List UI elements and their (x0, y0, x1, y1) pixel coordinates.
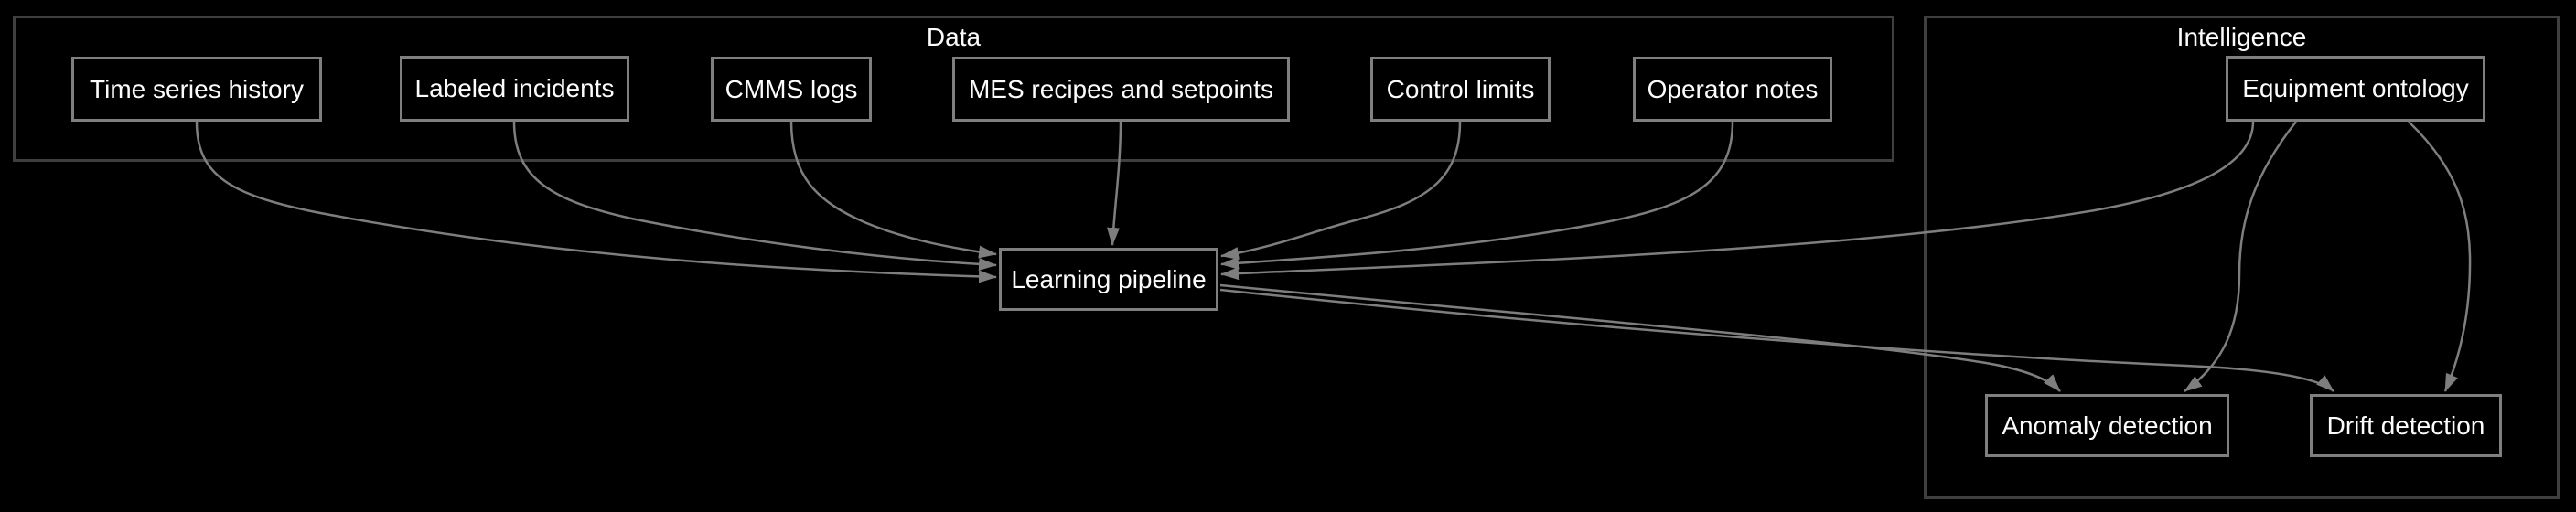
node-equipment-ontology: Equipment ontology (2226, 56, 2485, 122)
node-equipment-ontology-label: Equipment ontology (2242, 74, 2469, 102)
node-time-series-history: Time series history (71, 57, 322, 122)
node-labeled-incidents-label: Labeled incidents (414, 74, 615, 102)
node-learning-pipeline: Learning pipeline (999, 248, 1218, 311)
node-cmms-logs: CMMS logs (711, 57, 872, 122)
cluster-intelligence-label: Intelligence (2176, 23, 2307, 51)
node-drift-detection: Drift detection (2310, 394, 2502, 457)
node-mes-recipes-and-setpoints-label: MES recipes and setpoints (968, 74, 1274, 103)
node-mes-recipes-and-setpoints: MES recipes and setpoints (952, 57, 1290, 122)
node-labeled-incidents: Labeled incidents (400, 56, 629, 122)
node-cmms-logs-label: CMMS logs (724, 74, 858, 103)
cluster-data-label: Data (926, 23, 982, 51)
node-time-series-history-label: Time series history (90, 74, 304, 103)
node-operator-notes: Operator notes (1633, 57, 1832, 122)
node-control-limits-label: Control limits (1386, 74, 1535, 103)
node-drift-detection-label: Drift detection (2326, 411, 2485, 440)
node-anomaly-detection: Anomaly detection (1985, 394, 2229, 457)
node-anomaly-detection-label: Anomaly detection (2002, 411, 2213, 440)
node-operator-notes-label: Operator notes (1647, 74, 1819, 103)
node-control-limits: Control limits (1370, 57, 1551, 122)
node-learning-pipeline-label: Learning pipeline (1011, 264, 1207, 293)
